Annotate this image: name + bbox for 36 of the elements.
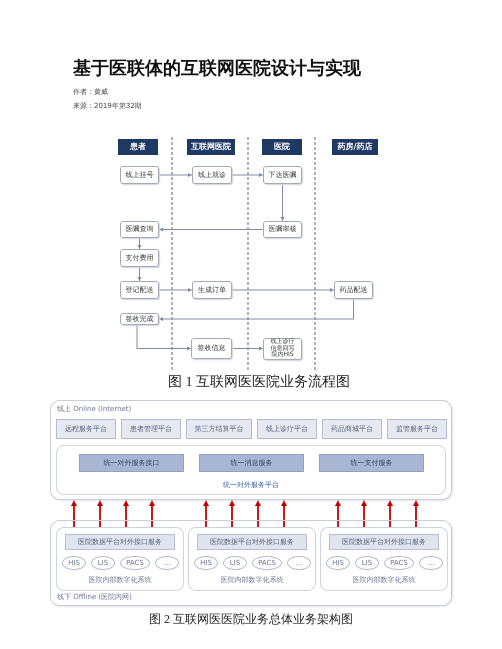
arrow — [280, 184, 284, 222]
arrow — [232, 346, 264, 350]
group-panel — [320, 527, 448, 591]
group-panel — [56, 527, 184, 591]
figure-caption: 图 1 互联网医医院业务流程图 — [168, 376, 350, 390]
lane-header: 药房/药店 — [332, 139, 378, 155]
arrow — [149, 500, 155, 527]
arrow — [138, 266, 142, 282]
arrow — [158, 298, 354, 321]
lane-header: 患者 — [118, 139, 158, 155]
article-title: 基于医联体的互联网医院设计与实现 — [73, 60, 361, 78]
group-panel — [188, 527, 316, 591]
arrow — [413, 500, 419, 527]
arrow — [158, 228, 264, 232]
arrow — [138, 238, 142, 250]
arrow — [97, 500, 103, 527]
arrow — [335, 500, 341, 527]
arrow — [255, 500, 261, 527]
arrow — [203, 500, 209, 527]
arrow — [232, 173, 264, 177]
layer-panel — [50, 400, 452, 500]
arrow — [232, 288, 334, 292]
arrow — [158, 288, 192, 292]
arrow — [71, 500, 77, 527]
arrow — [158, 173, 192, 177]
arrow — [136, 324, 192, 350]
service-panel — [56, 445, 446, 495]
lane-header: 医院 — [262, 139, 302, 155]
arrow — [281, 500, 287, 527]
arrow — [361, 500, 367, 527]
arrow — [229, 500, 235, 527]
layer-panel — [50, 520, 452, 606]
figure-caption: 图 2 互联网医医院业务总体业务架构图 — [149, 613, 353, 625]
arrow — [387, 500, 393, 527]
arrow — [123, 500, 129, 527]
lane-header: 互联网医院 — [187, 139, 235, 155]
